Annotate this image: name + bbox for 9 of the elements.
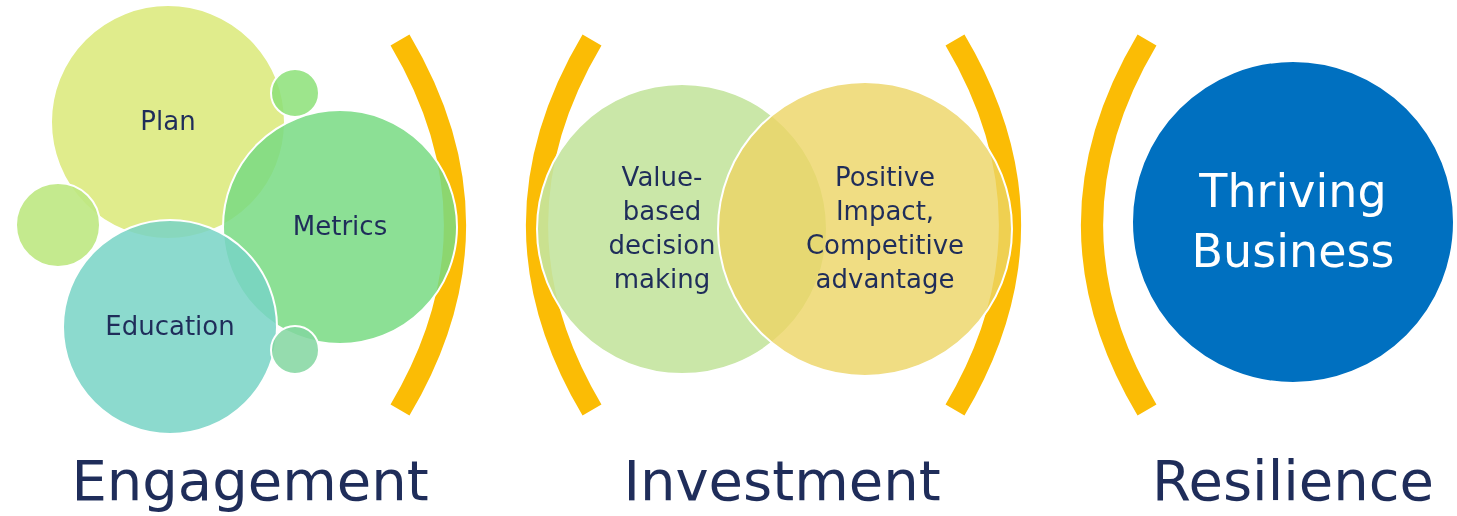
node-label: Plan <box>139 105 197 139</box>
node-label: Value-based decision making <box>607 161 717 296</box>
stage-label: Resilience <box>1152 448 1434 513</box>
node-label: Metrics <box>291 210 389 244</box>
stage-label: Engagement <box>71 448 429 513</box>
stage-label: Investment <box>623 448 941 513</box>
node-label: Thriving Business <box>1190 163 1396 280</box>
node-label: Education <box>104 310 236 344</box>
node-label: Positive Impact, Competitive advantage <box>804 161 966 296</box>
